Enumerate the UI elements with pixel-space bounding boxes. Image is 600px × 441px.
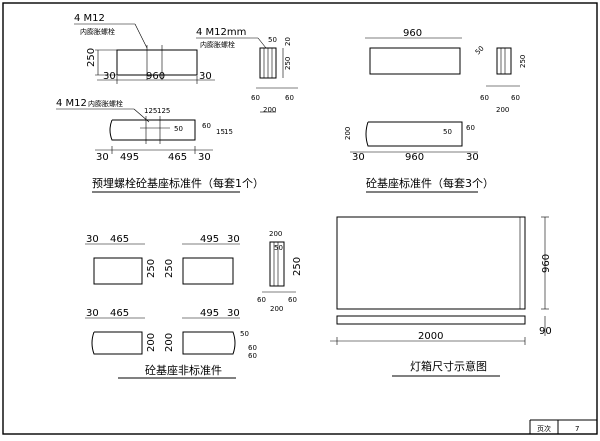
edge-30: 30 [96, 152, 109, 163]
bl-200c: 200 [146, 333, 157, 352]
bl-30c: 30 [86, 308, 99, 319]
tr-60c: 60 [466, 124, 475, 132]
caption-nonstandard-base: 砼基座非标准件 [145, 363, 222, 377]
bl-60d: 60 [248, 352, 257, 360]
lightbox-960: 960 [541, 254, 552, 273]
bl-30b: 30 [227, 234, 240, 245]
bolt-label-1: 4 M12 [74, 13, 105, 24]
embedded-bolt-base-group: 4 M12 内膨胀螺栓 250 960 30 30 4 M12mm 内膨胀螺栓 … [56, 13, 298, 193]
bl-200b: 200 [270, 305, 283, 313]
bl-465a: 465 [110, 234, 129, 245]
bolt-label-2: 4 M12mm [196, 27, 246, 38]
page-label: 页次 [537, 424, 551, 433]
dim-250: 250 [86, 48, 97, 67]
edge-15b: 15 [224, 128, 233, 136]
lightbox-2000: 2000 [418, 331, 443, 342]
edge-30b: 30 [198, 152, 211, 163]
bl-465b: 465 [110, 308, 129, 319]
base-elevation [116, 49, 198, 76]
bl-200d: 200 [164, 333, 175, 352]
bl-side [269, 241, 285, 287]
standard-base-group: 960 250 50 60 60 200 200 50 60 30 960 30… [344, 28, 527, 193]
bolt-note-3: 内膨胀螺栓 [88, 99, 123, 108]
bl-60c: 60 [248, 344, 257, 352]
side-60-right: 60 [285, 94, 294, 102]
tr-60b: 60 [511, 94, 520, 102]
title-block: 页次 7 [529, 419, 597, 434]
sheet-border [2, 2, 598, 435]
edge-125b: 125 [157, 107, 170, 115]
bl-30a: 30 [86, 234, 99, 245]
bl-block-4 [182, 331, 236, 355]
lightbox-top [336, 315, 526, 325]
tr-30a: 30 [352, 152, 365, 163]
bl-495a: 495 [200, 234, 219, 245]
dim-960: 960 [146, 71, 165, 82]
tr-250: 250 [519, 55, 527, 68]
bl-250a: 250 [146, 259, 157, 278]
bl-495b: 495 [200, 308, 219, 319]
bl-50: 50 [274, 244, 283, 252]
tr-side [496, 47, 512, 75]
bolt-label-3: 4 M12 [56, 98, 87, 109]
dim-30-right: 30 [199, 71, 212, 82]
caption-standard-base: 砼基座标准件（每套3个） [366, 176, 494, 190]
side-250: 250 [284, 57, 292, 70]
tr-50b: 50 [443, 128, 452, 136]
tr-960b: 960 [405, 152, 424, 163]
bl-250b: 250 [164, 259, 175, 278]
bl-block-2 [182, 257, 234, 285]
bl-250c: 250 [292, 257, 303, 276]
bl-block-1 [93, 257, 143, 285]
tr-50: 50 [474, 44, 486, 56]
lightbox-size-group: 960 90 2000 灯箱尺寸示意图 [330, 216, 552, 377]
tr-960: 960 [403, 28, 422, 39]
side-200: 200 [263, 106, 276, 114]
edge-465: 465 [168, 152, 187, 163]
side-50: 50 [268, 36, 277, 44]
caption-embedded-base: 预埋螺栓砼基座标准件（每套1个） [92, 176, 264, 190]
lightbox-90: 90 [539, 326, 552, 337]
caption-lightbox: 灯箱尺寸示意图 [410, 359, 487, 373]
bl-60a: 60 [257, 296, 266, 304]
bl-50b: 50 [240, 330, 249, 338]
tr-30b: 30 [466, 152, 479, 163]
tr-200b: 200 [344, 127, 352, 140]
plan-block [109, 119, 196, 141]
bl-block-3 [91, 331, 143, 355]
edge-50: 50 [174, 125, 183, 133]
side-20: 20 [284, 37, 292, 46]
bolt-note-2: 内膨胀螺栓 [200, 40, 235, 49]
bl-30d: 30 [227, 308, 240, 319]
edge-15a: 15 [216, 128, 225, 136]
bl-200: 200 [269, 230, 282, 238]
lightbox-front [336, 216, 526, 310]
bl-60b: 60 [288, 296, 297, 304]
dim-30-left: 30 [103, 71, 116, 82]
edge-495: 495 [120, 152, 139, 163]
edge-60: 60 [202, 122, 211, 130]
side-60-left: 60 [251, 94, 260, 102]
tr-elevation [369, 47, 461, 75]
tr-60a: 60 [480, 94, 489, 102]
edge-125a: 125 [144, 107, 157, 115]
tr-200: 200 [496, 106, 509, 114]
tr-plan [365, 121, 463, 147]
bolt-note-1: 内膨胀螺栓 [80, 27, 115, 36]
page-number: 7 [575, 425, 579, 433]
nonstandard-base-group: 30 465 495 30 250 250 200 50 250 60 60 2… [85, 230, 303, 379]
